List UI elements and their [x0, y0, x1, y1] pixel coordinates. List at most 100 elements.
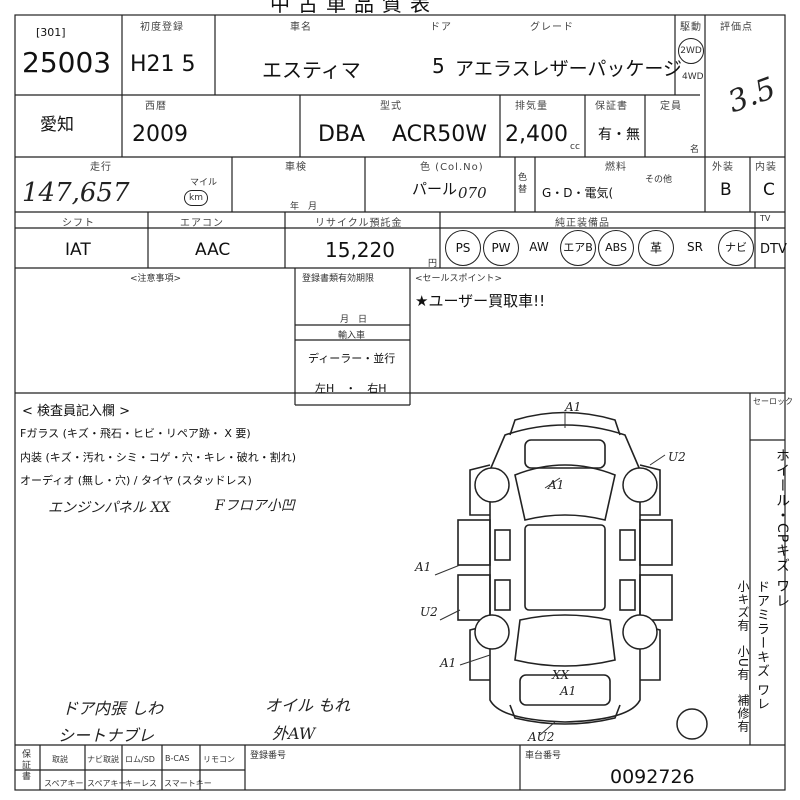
color-code: 070 [458, 184, 487, 202]
year-value: 2009 [132, 122, 188, 147]
footer-keyless: キーレス [125, 779, 157, 788]
mileage-label: 走行 [90, 162, 112, 173]
import-hand: 左H ・ 右H [315, 382, 387, 395]
chassis-number: 0092726 [610, 766, 695, 788]
footer-bcas: B-CAS [165, 754, 190, 763]
equip-abs: ABS [598, 230, 634, 266]
mark-hood: A1 [548, 478, 565, 492]
inspector-fglass: Fガラス (キズ・飛石・ヒビ・リペア跡・ X 要) [20, 427, 251, 440]
door-label: ドア [430, 22, 452, 33]
wheels [474, 467, 708, 740]
warranty-label: 保証書 [595, 101, 628, 112]
equip-leather: 革 [638, 230, 674, 266]
legend-wheel: ホイール・CPキズ ワレ [774, 448, 790, 609]
region: 愛知 [40, 115, 74, 135]
model-value: ACR50W [392, 122, 488, 147]
equip-pw: PW [483, 230, 519, 266]
marker-lines [434, 412, 666, 736]
door-count: 5 [432, 54, 445, 78]
exterior-grade: B [720, 180, 732, 200]
recycle-value: 15,220 [325, 238, 395, 262]
reg-number-label: 登録番号 [250, 751, 287, 761]
inspector-note-floor: Fフロア小凹 [215, 498, 295, 514]
reg-expiry-date-label: 月 日 [340, 315, 368, 325]
car-name-label: 車名 [290, 22, 312, 33]
inspector-interior: 内装 (キズ・汚れ・シミ・コゲ・穴・キレ・破れ・割れ) [20, 451, 297, 464]
interior-label: 内装 [755, 162, 777, 173]
displacement-unit: cc [570, 142, 580, 152]
mark-right-fender: U2 [668, 450, 686, 464]
mileage-value: 147,657 [22, 178, 130, 208]
drive-2wd: 2WD [678, 38, 704, 64]
equip-ps: PS [445, 230, 481, 266]
fuel-options: G・D・電気( [542, 186, 614, 200]
mark-left-rear-fender: A1 [440, 656, 457, 670]
warranty-value: 有・無 [598, 127, 640, 143]
first-reg-value: H21 5 [130, 52, 196, 77]
grade-label: グレード [530, 22, 574, 33]
interior-grade: C [763, 180, 775, 200]
lot-code: [301] [36, 26, 66, 39]
drive-4wd: 4WD [682, 72, 704, 82]
tv-label: TV [760, 214, 771, 223]
mark-rear-bumper: AU2 [528, 730, 555, 744]
mark-rear-a1: A1 [560, 684, 577, 698]
import-label: 輸入車 [338, 331, 366, 341]
footer-remote: リモコン [203, 755, 235, 764]
displacement-label: 排気量 [515, 101, 548, 112]
ac-value: AAC [195, 240, 231, 260]
color-value: パール [412, 180, 458, 198]
recolor-label: 色替 [518, 173, 528, 195]
inspection-label: 車検 [285, 162, 307, 173]
inspector-note-seat: シートナブレ [58, 726, 155, 745]
shift-label: シフト [62, 218, 95, 229]
legend-mirror: ドアミラーキズ ワレ [754, 580, 769, 712]
notes-label: <注意事項> [130, 274, 182, 284]
footer-spare-key-1: スペアキー [44, 779, 84, 788]
mark-left-rear-door: U2 [420, 605, 438, 619]
inspector-title: < 検査員記入欄 > [22, 404, 131, 419]
sales-point: ★ユーザー買取車!! [415, 292, 546, 310]
seal-label: セーロック [753, 397, 793, 406]
equip-airbag: エアB [560, 230, 596, 266]
inspector-note-engine: エンジンパネル XX [48, 500, 171, 516]
chassis-label: 車台番号 [525, 751, 562, 761]
sheet-title: 中古車品質表 [270, 0, 438, 16]
tv-value: DTV [760, 242, 787, 257]
recycle-label: リサイクル預託金 [315, 218, 403, 229]
model-label: 型式 [380, 101, 402, 112]
mark-left-door: A1 [415, 560, 432, 574]
inspector-note-door: ドア内張 しわ [62, 699, 164, 718]
equip-aw: AW [529, 240, 549, 254]
mileage-unit-km: km [184, 190, 208, 206]
footer-smart-key: スマートキー [164, 779, 212, 788]
inspector-note-aw: 外AW [272, 724, 316, 743]
inspection-date-label: 年 月 [290, 202, 318, 212]
equip-navi: ナビ [718, 230, 754, 266]
capacity-label: 定員 [660, 101, 682, 112]
car-name: エスティマ [262, 58, 361, 82]
color-label: 色 (Col.No) [420, 162, 484, 173]
grade: アエラスレザーパッケージ [455, 58, 683, 80]
lot-number: 25003 [22, 46, 112, 79]
drive-label: 駆動 [680, 22, 702, 33]
footer-spare-key-2: スペアキー [87, 779, 127, 788]
displacement-value: 2,400 [505, 122, 568, 147]
year-label: 西暦 [145, 101, 167, 112]
inspector-note-oil: オイル もれ [265, 696, 351, 715]
legend-repair: 小キズ有 小U有 補修有 [736, 580, 750, 733]
inspector-audio-tire: オーディオ (無し・穴) / タイヤ (スタッドレス) [20, 474, 252, 487]
import-dealer: ディーラー・並行 [308, 352, 396, 365]
footer-manual: 取説 [52, 755, 68, 764]
mark-front-bumper: A1 [565, 400, 582, 414]
footer-rom-sd: ロム/SD [125, 755, 155, 764]
equipment-label: 純正装備品 [555, 218, 610, 229]
shift-value: IAT [65, 240, 91, 260]
score-label: 評価点 [720, 22, 753, 33]
equip-sr: SR [687, 240, 703, 254]
capacity-unit: 名 [690, 145, 700, 155]
first-reg-label: 初度登録 [140, 22, 184, 33]
exterior-label: 外装 [712, 162, 734, 173]
